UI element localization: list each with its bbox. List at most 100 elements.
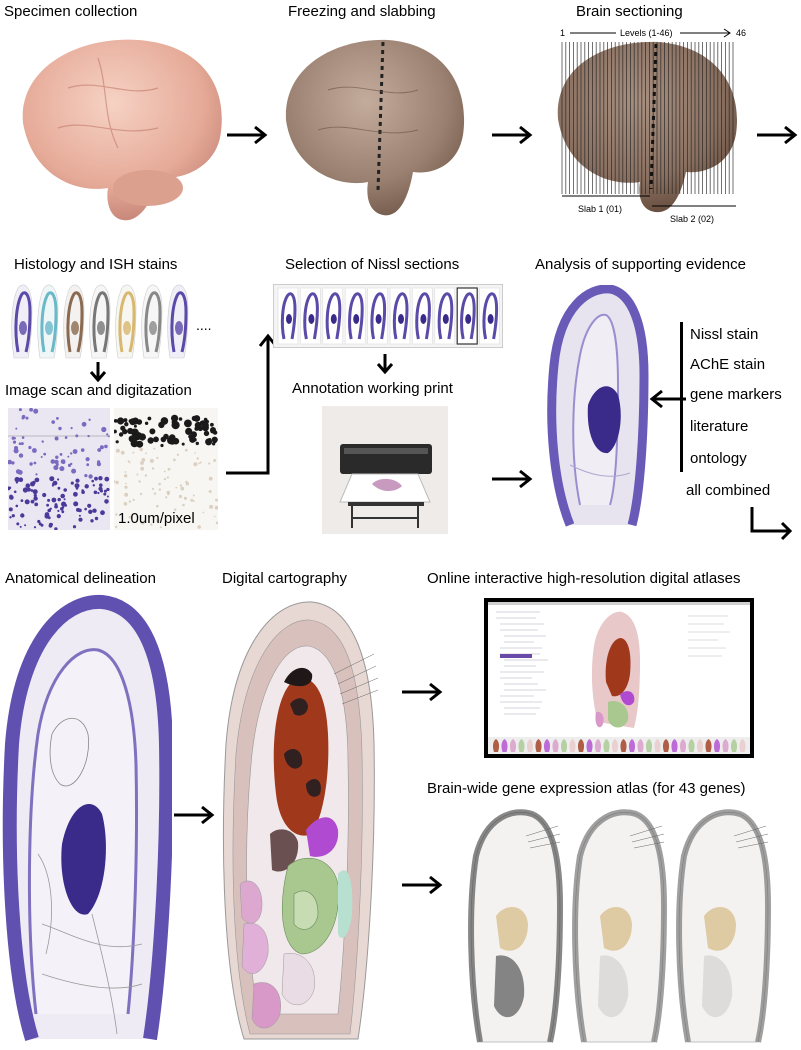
ish-background-cell (156, 504, 159, 508)
atlas-level-thumbnail[interactable] (671, 739, 678, 752)
atlas-level-thumbnail[interactable] (501, 739, 508, 752)
atlas-level-thumbnail[interactable] (552, 739, 559, 752)
ish-background-cell (158, 488, 161, 491)
atlas-level-thumbnail[interactable] (662, 739, 670, 752)
ish-background-cell (139, 492, 143, 496)
nissl-cell (32, 480, 36, 485)
ish-cell (117, 417, 125, 425)
atlas-level-thumbnail[interactable] (679, 739, 687, 752)
atlas-level-thumbnail[interactable] (620, 739, 627, 752)
nissl-cell (49, 507, 52, 510)
nissl-cell (35, 473, 38, 476)
ish-background-cell (153, 492, 157, 495)
ish-cell (184, 419, 192, 428)
ish-cell (171, 414, 179, 422)
nissl-cell (60, 459, 66, 464)
ish-background-cell (128, 500, 132, 503)
nissl-cell (9, 516, 12, 519)
delineated-nissl-section (2, 594, 172, 1044)
atlas-level-thumbnail[interactable] (628, 739, 636, 752)
nissl-cell (61, 510, 65, 514)
nissl-cell (54, 436, 59, 441)
nissl-cell (55, 455, 59, 459)
ish-cell (207, 438, 212, 442)
ish-cell (210, 422, 214, 427)
atlas-level-thumbnail[interactable] (739, 739, 746, 752)
atlas-level-thumbnail[interactable] (560, 739, 568, 752)
ish-background-cell (120, 450, 125, 455)
ish-background-cell (173, 458, 176, 462)
atlas-level-thumbnail[interactable] (509, 739, 517, 752)
ish-background-cell (199, 461, 202, 464)
atlas-level-thumbnail[interactable] (705, 739, 712, 752)
nissl-cell (88, 509, 93, 514)
atlas-level-thumbnail[interactable] (535, 739, 542, 752)
nissl-cell (25, 483, 31, 488)
ish-background-cell (175, 486, 178, 489)
ish-cell (200, 420, 206, 427)
atlas-level-thumbnail[interactable] (586, 739, 593, 752)
nissl-cell (21, 436, 25, 439)
atlas-level-thumbnail[interactable] (594, 739, 602, 752)
nissl-micrograph (8, 408, 110, 530)
atlas-level-thumbnail[interactable] (696, 739, 704, 752)
ish-background-cell (140, 461, 144, 465)
nissl-selection-thumb (344, 287, 366, 345)
ish-background-cell (150, 523, 153, 526)
nissl-cell (90, 519, 94, 523)
atlas-level-thumbnail[interactable] (492, 739, 500, 752)
ish-background-cell (176, 453, 180, 456)
nissl-cell (78, 514, 81, 517)
ish-cell (144, 421, 149, 425)
fresh-brain-image (8, 28, 233, 228)
atlas-level-thumbnail[interactable] (603, 739, 610, 752)
nissl-cell (15, 481, 19, 484)
atlas-level-thumbnail[interactable] (645, 739, 653, 752)
ish-background-cell (151, 467, 155, 470)
nissl-cell (53, 465, 59, 471)
ish-background-cell (136, 520, 138, 522)
atlas-level-thumbnail[interactable] (637, 739, 644, 752)
ish-cell (124, 422, 129, 427)
ish-cell (193, 415, 201, 422)
ish-cell (203, 430, 210, 437)
nissl-cell (20, 513, 25, 518)
ish-cell (197, 425, 204, 432)
nissl-cell (29, 462, 33, 466)
atlas-level-thumbnail[interactable] (543, 739, 551, 752)
ish-background-cell (190, 498, 194, 502)
nissl-cell (37, 519, 41, 524)
nissl-cell (12, 440, 17, 444)
atlas-level-thumbnail[interactable] (722, 739, 729, 752)
ish-background-cell (153, 447, 156, 450)
ish-background-cell (214, 505, 218, 510)
nissl-cell (19, 525, 22, 528)
atlas-level-thumbnail[interactable] (730, 739, 738, 752)
nissl-cell (13, 490, 17, 494)
stained-section-thumb (115, 284, 137, 359)
arrow-right-icon (400, 875, 445, 895)
atlas-level-thumbnail[interactable] (577, 739, 585, 752)
nissl-cell (51, 420, 55, 424)
atlas-level-thumbnail[interactable] (713, 739, 721, 752)
ish-background-cell (156, 456, 159, 459)
atlas-level-thumbnail[interactable] (688, 739, 695, 752)
levels-start-label: 1 (560, 28, 565, 38)
atlas-level-thumbnail[interactable] (611, 739, 619, 752)
evidence-bracket (680, 322, 683, 472)
atlas-level-thumbnail[interactable] (654, 739, 661, 752)
atlas-level-thumbnail[interactable] (526, 739, 534, 752)
ish-background-cell (115, 513, 118, 516)
atlas-level-thumbnail[interactable] (569, 739, 576, 752)
atlas-level-thumbnail[interactable] (518, 739, 525, 752)
nissl-selection-thumb (412, 287, 433, 345)
arrow-right-icon (400, 682, 445, 702)
nissl-cell (106, 433, 109, 436)
nissl-cell (54, 527, 58, 530)
nissl-cell (18, 477, 24, 482)
online-atlas-viewer[interactable] (484, 598, 754, 758)
nissl-cell (22, 487, 28, 493)
ish-cell (210, 428, 215, 434)
slab1-label: Slab 1 (01) (578, 204, 622, 214)
ish-cell (114, 419, 118, 423)
